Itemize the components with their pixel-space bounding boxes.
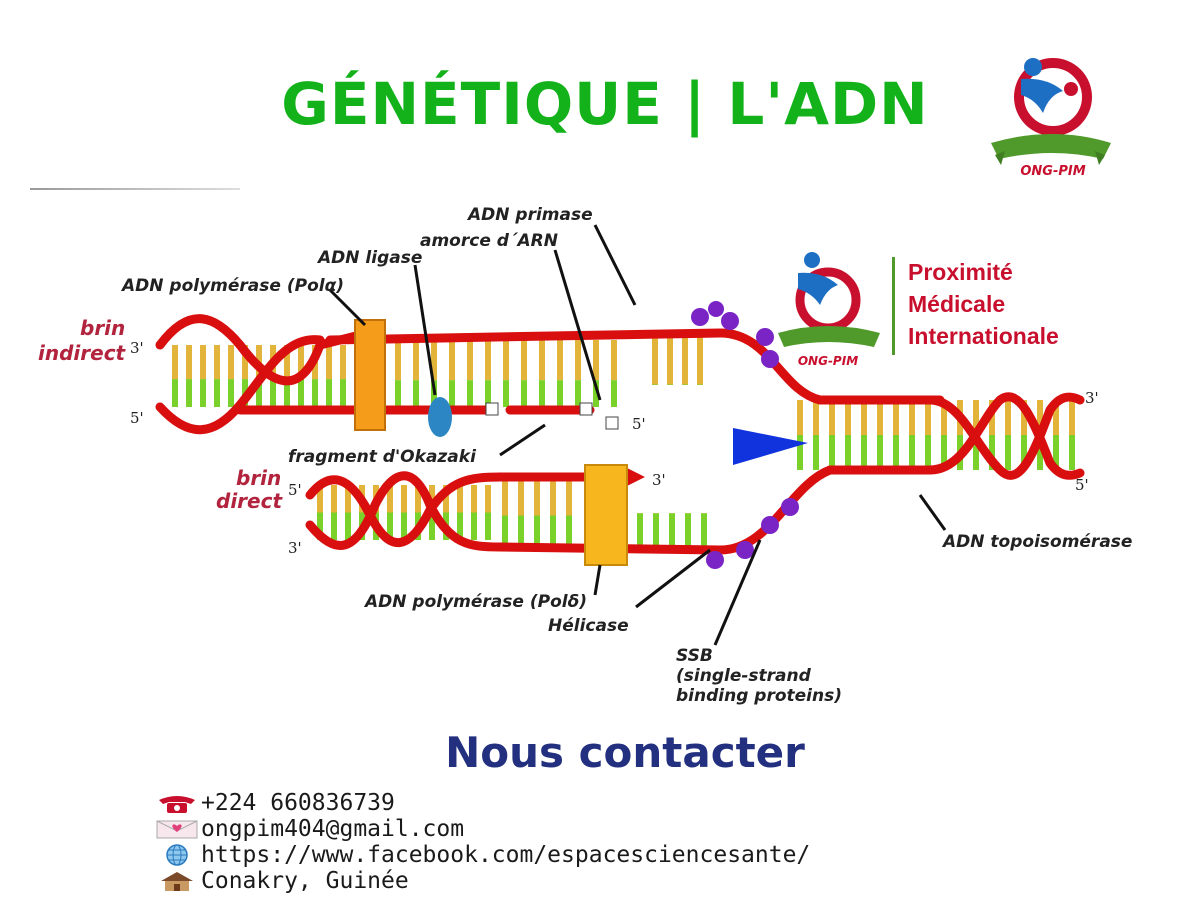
globe-icon [166,844,188,866]
contact-address-text: Conakry, Guinée [201,868,409,894]
label-ssb-3: binding proteins) [676,686,842,706]
ong-pim-logo: ONG-PIM [991,58,1111,179]
logo-head-blue [1024,58,1042,76]
rna-primer-2 [579,402,593,416]
overlay-logo-figure [798,272,838,305]
base-pairs [172,335,1075,547]
contact-email-text: ongpim404@gmail.com [201,816,465,842]
phone-icon [159,796,195,813]
right-helix-b [925,392,1085,480]
end-right-bottom: 5' [1075,476,1089,494]
contact-phone: +224 660836739 [155,790,810,816]
contact-website-link[interactable]: https://www.facebook.com/espacesciencesa… [201,842,811,868]
label-primase: ADN primase [466,205,593,225]
label-topoisomerase: ADN topoisomérase [941,532,1132,552]
overlay-logo-ribbon [778,326,880,347]
end-direct-left-bottom: 3' [288,539,302,557]
end-direct-arrow: 3' [652,471,666,489]
brand-logo-overlay: ONG-PIM Proximité Médicale International… [778,252,1059,368]
label-brin-direct-2: direct [216,489,283,513]
logo-ribbon [991,134,1111,159]
label-brin-indirect-2: indirect [38,341,127,365]
brand-line-1: Proximité [908,259,1013,285]
right-helix-a [925,392,1085,480]
dna-replication-diagram: ADN primase amorce d´ARN ADN ligase ADN … [38,205,1132,706]
end-right-top: 3' [1085,389,1099,407]
label-amorce: amorce d´ARN [420,231,558,251]
overlay-logo-name: ONG-PIM [798,354,858,368]
label-ligase: ADN ligase [316,248,422,268]
label-helicase: Hélicase [548,616,629,636]
logo-ring [1014,58,1092,136]
contact-email: ongpim404@gmail.com [155,816,810,842]
ligase-enzyme [428,397,452,437]
rna-primer-1 [485,402,499,416]
end-okazaki: 5' [632,415,646,433]
house-icon [161,872,193,891]
label-pol-alpha: ADN polymérase (Polα) [120,276,344,296]
pointer-lines [328,224,947,646]
logo-figure-blue [1021,78,1063,113]
contact-address: Conakry, Guinée [155,868,810,894]
divider [30,188,240,190]
envelope-icon [156,820,198,839]
contact-website[interactable]: https://www.facebook.com/espacesciencesa… [155,842,810,868]
end-indirect-left-top: 3' [130,339,144,357]
contact-list: +224 660836739 ongpim404@gmail.com https… [155,790,810,894]
overlay-logo-head [804,252,820,268]
polymerase-delta [584,464,628,566]
helicase-enzyme [733,428,808,465]
end-direct-left-top: 5' [288,481,302,499]
indirect-helix-b [155,335,325,435]
label-ssb: SSB [676,646,713,666]
end-indirect-left-bottom: 5' [130,409,144,427]
polymerase-alpha [354,319,386,431]
page-title: GÉNÉTIQUE | L'ADN [281,70,929,138]
brand-line-3: Internationale [908,323,1059,349]
label-ssb-2: (single-strand [676,666,812,686]
direct-helix-top [305,472,630,548]
indirect-helix-a [155,314,365,386]
logo-name: ONG-PIM [1020,164,1085,179]
contact-title: Nous contacter [445,728,805,777]
label-pol-delta: ADN polymérase (Polδ) [363,592,587,612]
brand-line-2: Médicale [908,291,1005,317]
overlay-logo-divider [892,257,895,355]
label-brin-indirect-1: brin [80,316,125,340]
contact-phone-text: +224 660836739 [201,790,395,816]
label-okazaki: fragment d'Okazaki [288,447,477,467]
logo-head-red [1064,82,1078,96]
rna-primer-3 [605,416,619,430]
leading-strand-arrowhead [625,467,645,487]
label-brin-direct-1: brin [236,466,281,490]
ssb-proteins [691,301,799,569]
